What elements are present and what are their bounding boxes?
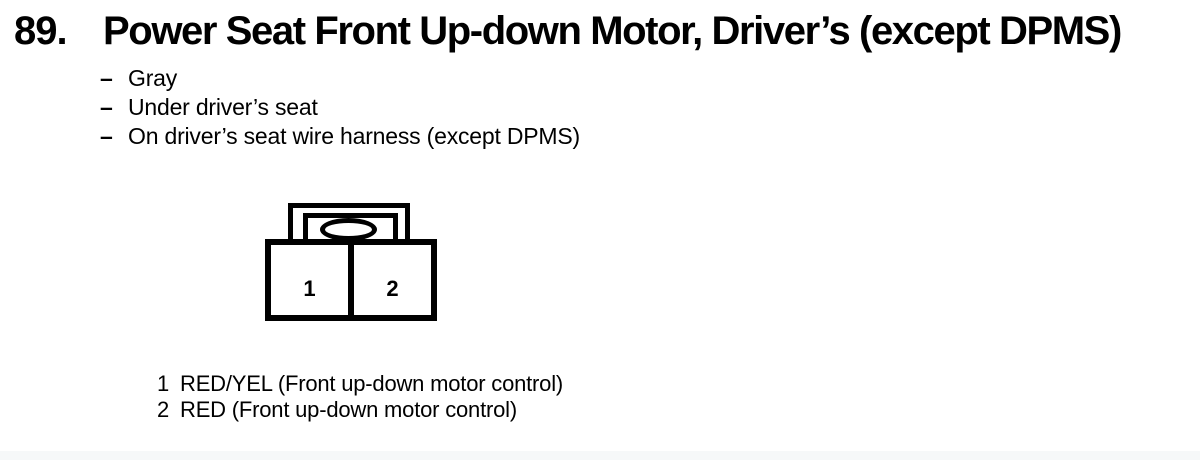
note-line: –On driver’s seat wire harness (except D… bbox=[100, 122, 580, 151]
dash-marker: – bbox=[100, 65, 113, 91]
pin-description: RED (Front up-down motor control) bbox=[180, 397, 517, 422]
entry-title: Power Seat Front Up-down Motor, Driver’s… bbox=[103, 9, 1122, 53]
note-line: –Gray bbox=[100, 64, 580, 93]
entry-notes: –Gray –Under driver’s seat –On driver’s … bbox=[100, 64, 580, 151]
cavity-2-label: 2 bbox=[386, 276, 399, 301]
pin-list: 1 RED/YEL (Front up-down motor control) 2… bbox=[157, 371, 563, 423]
pin-row: 2 RED (Front up-down motor control) bbox=[157, 397, 563, 423]
pin-number: 1 bbox=[157, 371, 170, 396]
note-line: –Under driver’s seat bbox=[100, 93, 580, 122]
dash-marker: – bbox=[100, 123, 113, 149]
pin-number: 2 bbox=[157, 397, 170, 422]
dash-marker: – bbox=[100, 94, 113, 120]
note-text-color: Gray bbox=[128, 65, 178, 91]
pin-row: 1 RED/YEL (Front up-down motor control) bbox=[157, 371, 563, 397]
cavity-1-label: 1 bbox=[303, 276, 316, 301]
note-text-harness: On driver’s seat wire harness (except DP… bbox=[128, 123, 580, 149]
note-text-location: Under driver’s seat bbox=[128, 94, 318, 120]
entry-number: 89. bbox=[14, 9, 68, 53]
connector-body: 1 2 bbox=[265, 239, 437, 321]
connector-cavity-1: 1 bbox=[271, 245, 354, 315]
pin-description: RED/YEL (Front up-down motor control) bbox=[180, 371, 564, 396]
connector-keyway-ellipse bbox=[320, 218, 377, 241]
page-edge-strip bbox=[0, 451, 1200, 460]
connector-cavity-2: 2 bbox=[354, 245, 431, 315]
